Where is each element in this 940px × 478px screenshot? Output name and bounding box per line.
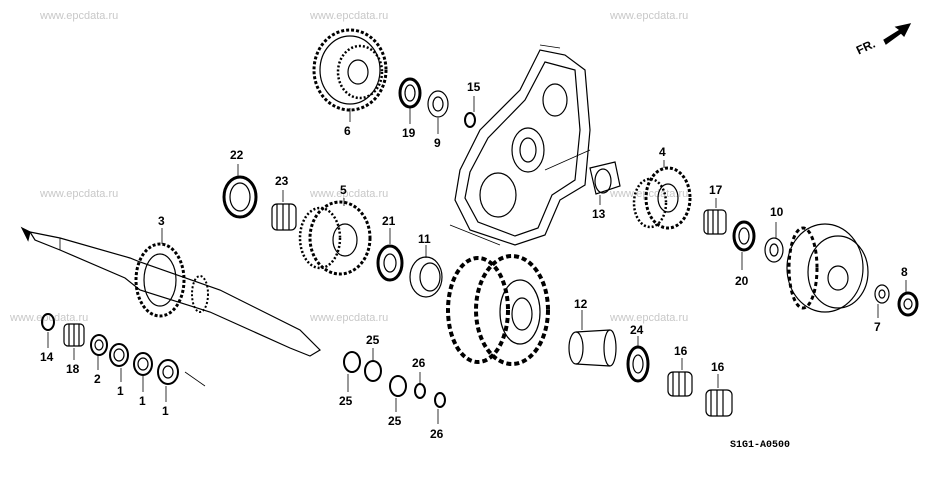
callout-26a[interactable]: 26 [412, 356, 426, 370]
thrust-bearing-24-drawing [626, 345, 650, 383]
snap-ring-25c-drawing [389, 375, 407, 397]
needle-bearing-16a-drawing [667, 371, 693, 397]
callout-1a[interactable]: 1 [117, 384, 124, 398]
needle-bearing-23-drawing [271, 203, 297, 231]
watermark: www.epcdata.ru [10, 312, 89, 324]
callout-6[interactable]: 6 [344, 124, 351, 138]
callout-25c[interactable]: 25 [388, 414, 402, 428]
ring-14-drawing [41, 313, 55, 331]
callout-3[interactable]: 3 [158, 214, 165, 228]
needle-bearing-16b-drawing [705, 389, 733, 417]
washer-1c-drawing [157, 359, 179, 385]
watermark: www.epcdata.ru [310, 10, 389, 22]
callout-10[interactable]: 10 [770, 205, 784, 219]
mainshaft-3-drawing [20, 226, 321, 357]
callout-5[interactable]: 5 [340, 183, 347, 197]
callout-1b[interactable]: 1 [139, 394, 146, 408]
transmission-case-cover-drawing [449, 44, 591, 246]
callout-16a[interactable]: 16 [674, 344, 688, 358]
snap-ring-26a-drawing [414, 383, 426, 399]
callout-26b[interactable]: 26 [430, 427, 444, 441]
callout-25a[interactable]: 25 [339, 394, 353, 408]
watermark: www.epcdata.ru [610, 312, 689, 324]
watermark: www.epcdata.ru [610, 10, 689, 22]
washer-10-drawing [764, 237, 784, 263]
callout-19[interactable]: 19 [402, 126, 416, 140]
snap-ring-25a-drawing [343, 351, 361, 373]
washer-1a-drawing [109, 343, 129, 367]
watermark: www.epcdata.ru [40, 188, 119, 200]
callout-24[interactable]: 24 [630, 323, 644, 337]
snap-ring-25b-drawing [364, 360, 382, 382]
callout-25b[interactable]: 25 [366, 333, 380, 347]
callout-9[interactable]: 9 [434, 136, 441, 150]
washer-1b-drawing [133, 352, 153, 376]
washer-2-drawing [90, 334, 108, 356]
thrust-bearing-21-drawing [376, 244, 404, 282]
callout-14[interactable]: 14 [40, 350, 54, 364]
gear-6-drawing [312, 28, 388, 112]
callout-16b[interactable]: 16 [711, 360, 725, 374]
callout-2[interactable]: 2 [94, 372, 101, 386]
needle-bearing-17-drawing [703, 209, 727, 235]
watermark: www.epcdata.ru [40, 10, 119, 22]
callout-1c[interactable]: 1 [162, 404, 169, 418]
diagram-code: S1G1-A0500 [730, 440, 791, 451]
callout-18[interactable]: 18 [66, 362, 80, 376]
callout-11[interactable]: 11 [418, 232, 431, 246]
callout-8[interactable]: 8 [901, 265, 908, 279]
needle-bearing-18-drawing [63, 323, 85, 347]
seal-15-drawing [464, 112, 476, 128]
snap-ring-26b-drawing [434, 392, 446, 408]
washer-7-drawing [874, 284, 890, 304]
callout-21[interactable]: 21 [382, 214, 396, 228]
callout-22[interactable]: 22 [230, 148, 244, 162]
washer-9-drawing [427, 90, 449, 118]
gear-4-drawing [632, 166, 692, 230]
callout-23[interactable]: 23 [275, 174, 289, 188]
watermark: www.epcdata.ru [610, 188, 689, 200]
callout-13[interactable]: 13 [592, 207, 606, 221]
callout-7[interactable]: 7 [874, 320, 881, 334]
bearing-11-drawing [409, 256, 443, 298]
bearing-19-drawing [398, 77, 422, 109]
callout-20[interactable]: 20 [735, 274, 749, 288]
watermark: www.epcdata.ru [310, 312, 389, 324]
callout-17[interactable]: 17 [709, 183, 723, 197]
callout-12[interactable]: 12 [574, 297, 588, 311]
needle-bearing-22-drawing [222, 175, 258, 219]
clutch-drum-right-drawing [786, 223, 869, 313]
callout-15[interactable]: 15 [467, 80, 481, 94]
callout-4[interactable]: 4 [659, 145, 666, 159]
hub-12-drawing [568, 329, 617, 367]
front-direction-arrow-icon [883, 23, 912, 45]
collar-13-drawing [589, 161, 621, 195]
thrust-bearing-20-drawing [732, 220, 756, 252]
watermark: www.epcdata.ru [310, 188, 389, 200]
bearing-8-drawing [897, 291, 919, 317]
gear-5-drawing [298, 200, 372, 276]
clutch-assembly-center-drawing [446, 254, 550, 366]
